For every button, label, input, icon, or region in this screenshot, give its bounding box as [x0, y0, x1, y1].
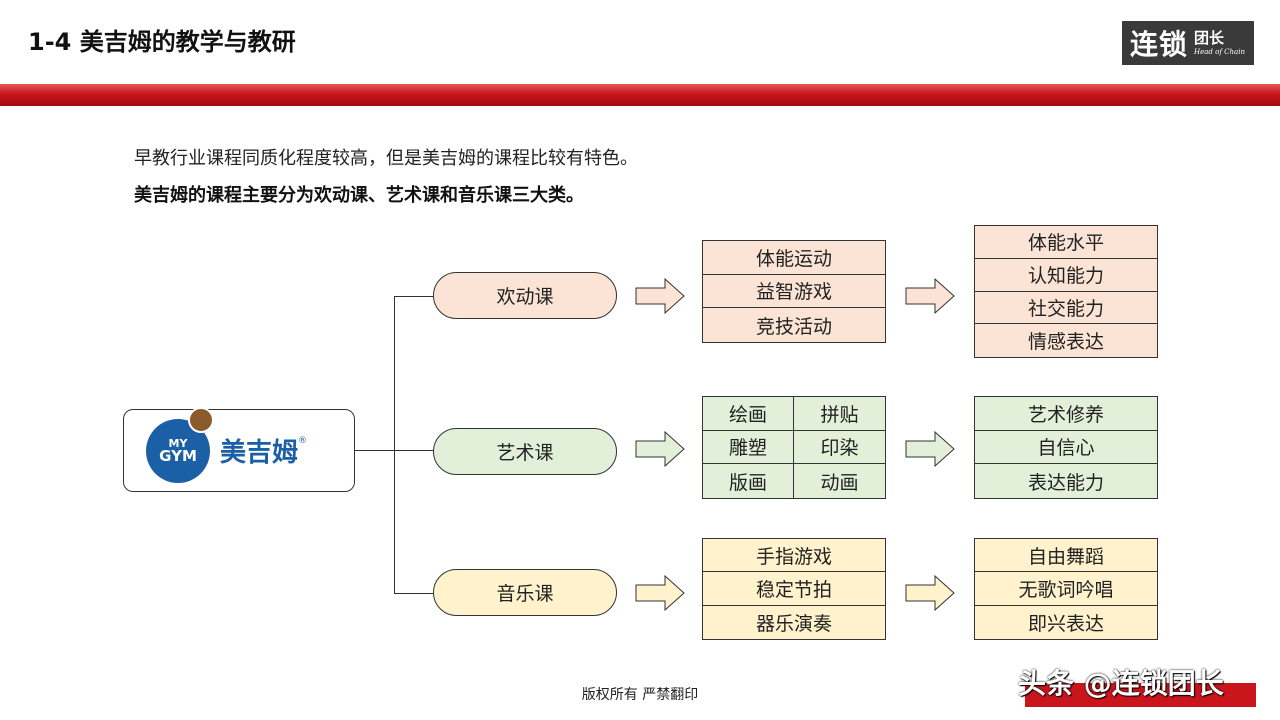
brand-side: 团长 [1194, 28, 1225, 47]
content-item: 器乐演奏 [755, 612, 832, 635]
content-item: 竞技活动 [755, 315, 832, 338]
outcome-item: 认知能力 [975, 259, 1157, 292]
brand-sub: Head of Chain [1194, 47, 1245, 56]
right-arrow-icon [905, 278, 955, 314]
outcome-item: 自由舞蹈 [975, 539, 1157, 573]
content-item: 益智游戏 [703, 275, 885, 309]
registered-mark: ® [298, 436, 308, 446]
intro-summary: 美吉姆的课程主要分为欢动课、艺术课和音乐课三大类。 [134, 185, 584, 206]
connector-trunk [394, 296, 395, 593]
content-item: 版画 [703, 464, 794, 498]
outcome-item: 社交能力 [975, 292, 1157, 325]
content-item: 体能运动 [703, 241, 885, 275]
right-arrow-icon [635, 431, 685, 467]
outcome-list-active-play: 体能水平 认知能力 社交能力 情感表达 [974, 225, 1158, 358]
content-item: 拼贴 [794, 397, 885, 431]
content-item: 手指游戏 [703, 539, 885, 573]
course-active-play: 欢动课 [433, 272, 617, 319]
content-item: 印染 [794, 431, 885, 465]
connector-line [394, 593, 433, 594]
brand-main: 连锁 [1130, 28, 1189, 61]
content-list-music: 手指游戏 稳定节拍 器乐演奏 [702, 538, 886, 640]
connector-line [394, 450, 433, 451]
content-item: 绘画 [703, 397, 794, 431]
watermark-bar [1025, 683, 1256, 707]
copyright-footer: 版权所有 严禁翻印 [581, 687, 699, 703]
content-item: 动画 [820, 471, 859, 494]
brand-logo: 连锁 团长 Head of Chain [1122, 21, 1254, 65]
content-item: 雕塑 [703, 430, 794, 465]
connector-line [355, 450, 394, 451]
content-item: 稳定节拍 [703, 572, 885, 606]
outcome-item: 即兴表达 [1027, 612, 1104, 635]
connector-line [394, 296, 433, 297]
mygym-emblem-bottom: GYM [159, 446, 197, 465]
content-list-art: 绘画 拼贴 雕塑 印染 版画 动画 [702, 396, 886, 499]
content-list-active-play: 体能运动 益智游戏 竞技活动 [702, 240, 886, 343]
right-arrow-icon [635, 278, 685, 314]
outcome-list-music: 自由舞蹈 无歌词吟唱 即兴表达 [974, 538, 1158, 640]
outcome-item: 无歌词吟唱 [975, 572, 1157, 606]
intro-text: 早教行业课程同质化程度较高，但是美吉姆的课程比较有特色。 [134, 148, 638, 169]
right-arrow-icon [635, 575, 685, 611]
outcome-item: 艺术修养 [975, 397, 1157, 431]
mygym-emblem-top: MY [168, 436, 188, 450]
outcome-item: 表达能力 [1027, 471, 1104, 494]
mygym-emblem: MY GYM [146, 406, 214, 483]
watermark: 头条 @连锁团长 [1018, 667, 1224, 700]
page-title: 1-4 美吉姆的教学与教研 [28, 28, 296, 56]
outcome-list-art: 艺术修养 自信心 表达能力 [974, 396, 1158, 499]
header-divider [0, 84, 1280, 106]
right-arrow-icon [905, 575, 955, 611]
course-music: 音乐课 [433, 569, 617, 616]
outcome-item: 自信心 [975, 431, 1157, 465]
outcome-item: 情感表达 [1027, 331, 1104, 354]
course-art: 艺术课 [433, 428, 617, 475]
mygym-logo-box: MY GYM 美吉姆 ® [123, 406, 355, 492]
monkey-icon [188, 406, 214, 433]
outcome-item: 体能水平 [975, 226, 1157, 259]
mygym-logo-text: 美吉姆 [220, 438, 299, 468]
right-arrow-icon [905, 431, 955, 467]
